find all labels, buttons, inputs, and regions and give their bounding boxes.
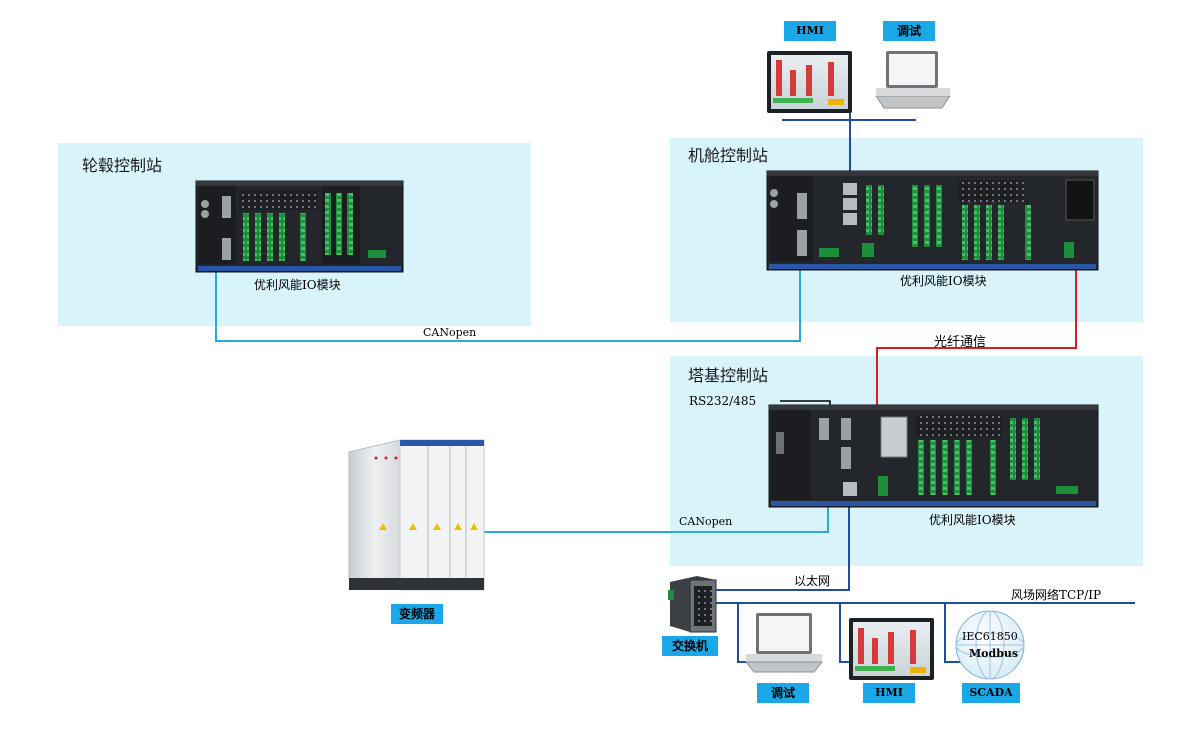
- fiber-label: 光纤通信: [934, 335, 987, 350]
- debug-bottom-tag: 调试: [757, 683, 809, 703]
- rs-label: RS232/485: [689, 394, 757, 408]
- scada-globe: [955, 610, 1025, 680]
- branch-debug-line: [737, 603, 752, 663]
- canopen-bottom-label: CANopen: [679, 515, 733, 528]
- nacelle-station-title: 机舱控制站: [688, 146, 769, 165]
- hmi-bottom-tag: HMI: [863, 683, 915, 703]
- branch-scada-line: [944, 603, 962, 663]
- hmi-bottom-device: [849, 618, 934, 680]
- scada-tag: SCADA: [962, 683, 1020, 703]
- laptop-bottom-device: [744, 613, 824, 673]
- debug-top-tag: 调试: [883, 21, 935, 41]
- scada-protocol-line1: IEC61850: [962, 630, 1018, 643]
- farm-network-label: 风场网络TCP/IP: [1011, 588, 1102, 602]
- hmi-top-device: [767, 51, 852, 113]
- nacelle-module-label: 优利风能IO模块: [900, 274, 987, 288]
- nacelle-io-rack: [766, 170, 1099, 271]
- ethernet-label: 以太网: [794, 574, 831, 588]
- hub-module-label: 优利风能IO模块: [254, 278, 341, 292]
- hmi-top-tag: HMI: [784, 21, 836, 41]
- hub-io-rack: [195, 180, 404, 273]
- scada-protocol-line2: Modbus: [969, 647, 1019, 660]
- hub-station-title: 轮毂控制站: [82, 156, 163, 175]
- ethernet-line: [708, 500, 850, 591]
- laptop-top-device: [875, 51, 951, 109]
- canopen-top-label: CANopen: [423, 326, 477, 339]
- tower-station-title: 塔基控制站: [688, 366, 769, 385]
- switch-tag: 交换机: [662, 636, 718, 656]
- tower-module-label: 优利风能IO模块: [929, 513, 1016, 527]
- branch-hmi-line: [839, 603, 852, 663]
- switch-device: [668, 576, 717, 633]
- inverter-cabinet: [348, 439, 485, 591]
- tower-io-rack: [768, 404, 1099, 508]
- inverter-tag: 变频器: [391, 604, 443, 624]
- canopen-top-line: [215, 270, 801, 342]
